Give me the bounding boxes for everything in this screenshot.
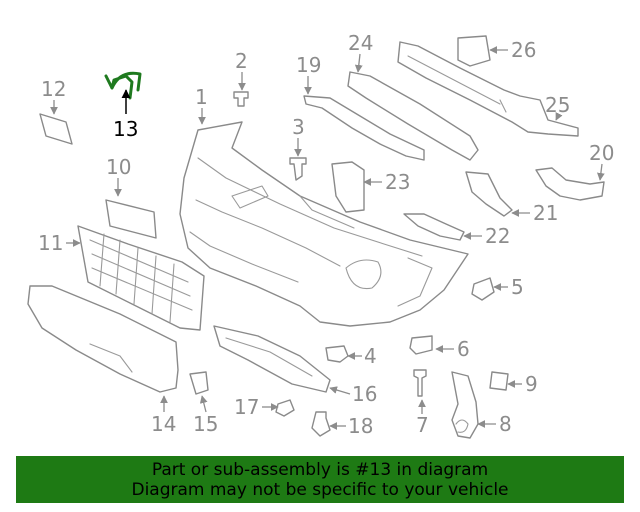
callout-22: 22 (485, 224, 510, 248)
callout-12: 12 (41, 77, 66, 101)
callout-18: 18 (348, 414, 373, 438)
lower-grille-part-11 (77, 225, 205, 331)
callout-19: 19 (296, 53, 321, 77)
callout-13: 13 (113, 117, 138, 141)
lower-spoiler-part-14 (27, 285, 179, 393)
cover-part-12 (39, 113, 73, 145)
callout-15: 15 (193, 412, 218, 436)
callout-23: 23 (385, 170, 410, 194)
callout-20: 20 (589, 141, 614, 165)
bracket-part-26 (457, 35, 491, 67)
fastener-part-4 (325, 345, 349, 363)
callout-5: 5 (511, 275, 524, 299)
side-retainer-part-20 (535, 167, 605, 201)
bracket-part-23 (331, 161, 365, 213)
leader-lines (50, 46, 605, 430)
callout-24: 24 (348, 31, 373, 55)
highlighted-part-13 (104, 71, 142, 100)
callout-25: 25 (545, 93, 570, 117)
bracket-part-6 (409, 335, 433, 355)
bumper-cover-part (179, 121, 469, 327)
callout-8: 8 (499, 412, 512, 436)
bracket-part-9 (489, 371, 509, 391)
callout-17: 17 (234, 395, 259, 419)
reinforcement-part-19 (303, 95, 425, 161)
callout-2: 2 (235, 49, 248, 73)
clip-part-2 (233, 91, 249, 107)
callout-26: 26 (511, 38, 536, 62)
callout-labels: 1 2 3 4 5 6 7 8 9 10 11 12 13 14 15 16 1… (38, 31, 614, 438)
banner-line-part-number: Part or sub-assembly is #13 in diagram (151, 460, 489, 480)
license-bracket-part-10 (105, 199, 157, 239)
callout-1: 1 (195, 85, 208, 109)
bracket-part-22 (403, 213, 465, 241)
fog-cover-part-8 (451, 371, 479, 439)
callout-9: 9 (525, 372, 538, 396)
clip-part-18 (311, 411, 331, 437)
energy-absorber-part-24 (347, 71, 479, 161)
bracket-part-5 (471, 277, 495, 301)
clip-part-17 (275, 399, 295, 417)
bracket-part-21 (465, 171, 513, 217)
callout-16: 16 (352, 382, 377, 406)
clip-part-3 (289, 157, 307, 181)
bumper-reinforcement-part-25 (397, 41, 579, 137)
banner-line-disclaimer: Diagram may not be specific to your vehi… (131, 480, 509, 500)
callout-7: 7 (416, 413, 429, 437)
callout-10: 10 (106, 155, 131, 179)
bolt-part-7 (413, 369, 427, 397)
under-cover-part-16 (213, 325, 331, 393)
info-banner: Part or sub-assembly is #13 in diagram D… (16, 456, 624, 503)
callout-3: 3 (292, 115, 305, 139)
callout-14: 14 (151, 412, 176, 436)
bracket-part-15 (189, 371, 209, 395)
callout-4: 4 (364, 344, 377, 368)
callout-6: 6 (457, 337, 470, 361)
callout-11: 11 (38, 231, 63, 255)
callout-21: 21 (533, 201, 558, 225)
